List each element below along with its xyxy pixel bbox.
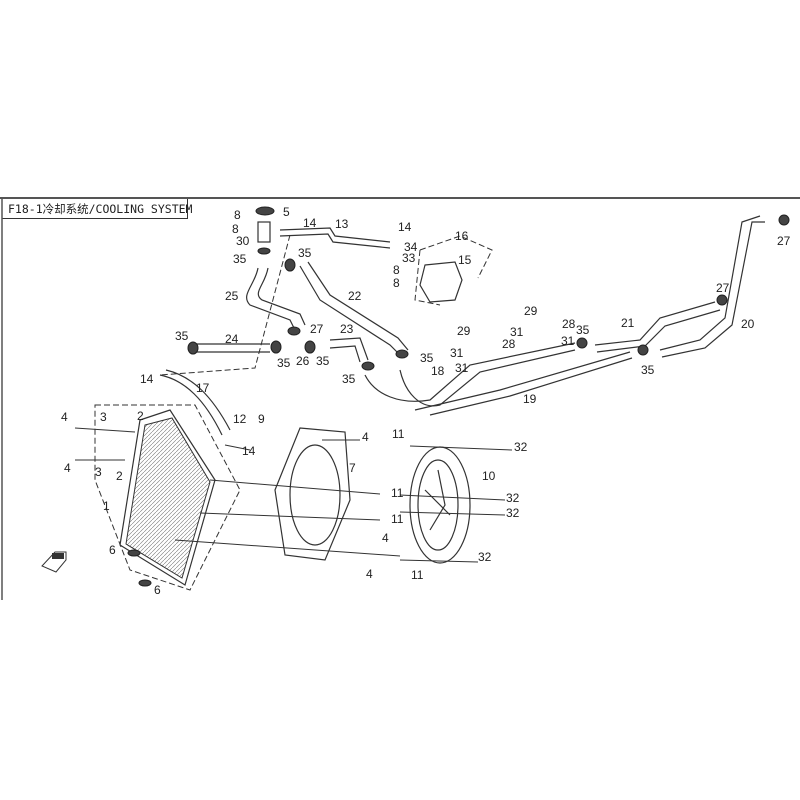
callout: 5: [283, 205, 290, 219]
callout: 21: [621, 316, 635, 330]
callout: 32: [506, 491, 520, 505]
hose-21: [596, 309, 721, 353]
callout: 14: [303, 216, 317, 230]
callout: 31: [455, 361, 469, 375]
callout: 26: [296, 354, 310, 368]
callout: 14: [140, 372, 154, 386]
callout: 4: [61, 410, 68, 424]
hose-18: [399, 349, 576, 407]
callout: 30: [236, 234, 250, 248]
callout: 3: [95, 465, 102, 479]
callout: 23: [340, 322, 354, 336]
callout: 35: [233, 252, 247, 266]
diagram-title: F18-1冷却系统/COOLING SYSTEM: [2, 199, 192, 219]
callout: 34: [404, 240, 418, 254]
callout: 12: [233, 412, 247, 426]
callout: 3: [100, 410, 107, 424]
callout: 8: [232, 222, 239, 236]
callout: 35: [641, 363, 655, 377]
callout: 11: [391, 486, 404, 500]
callout: 27: [716, 281, 730, 295]
callout: 14: [242, 444, 256, 458]
callout: 32: [506, 506, 520, 520]
callout: 35: [298, 246, 312, 260]
hose-20: [661, 221, 765, 358]
filler-neck: [257, 221, 271, 243]
callout: 31: [561, 334, 575, 348]
callout: 35: [175, 329, 189, 343]
hose-22: [307, 261, 409, 351]
callout: 4: [382, 531, 389, 545]
callout: 8: [234, 208, 241, 222]
callout: 13: [335, 217, 349, 231]
callout: 31: [510, 325, 524, 339]
callout: 14: [398, 220, 412, 234]
hoses: [159, 215, 765, 436]
callout: 11: [411, 568, 424, 582]
hose-23: [329, 345, 361, 363]
callout: 33: [402, 251, 416, 265]
callout: 32: [478, 550, 492, 564]
callout: 4: [362, 430, 369, 444]
callout: 35: [277, 356, 291, 370]
callout: 16: [455, 229, 469, 243]
callout: 27: [777, 234, 791, 248]
callout: 6: [109, 543, 116, 557]
callout: 24: [225, 332, 239, 346]
callout-labels: 5 8 8 30 35 14 13 14 16 34 33 15 8 8 35 …: [61, 205, 791, 597]
hose-19: [429, 357, 633, 416]
callout: 35: [576, 323, 590, 337]
radiator-cap: [255, 206, 275, 216]
callout: 28: [502, 337, 516, 351]
parts: [74, 206, 790, 591]
callout: 32: [514, 440, 528, 454]
callout: 17: [196, 381, 210, 395]
hose-25: [246, 267, 296, 331]
callout: 29: [457, 324, 471, 338]
callout: 2: [116, 469, 123, 483]
callout: 22: [348, 289, 362, 303]
callout: 18: [431, 364, 445, 378]
hose-13: [279, 233, 391, 249]
callout: 15: [458, 253, 472, 267]
callout: 29: [524, 304, 538, 318]
callout: 28: [562, 317, 576, 331]
callout: 35: [342, 372, 356, 386]
callout: 7: [349, 461, 356, 475]
front-direction-arrow-icon: [41, 551, 67, 573]
callout: 31: [450, 346, 464, 360]
callout: 19: [523, 392, 537, 406]
callout: 27: [310, 322, 324, 336]
callout: 1: [103, 499, 110, 513]
callout: 25: [225, 289, 239, 303]
callout: 4: [366, 567, 373, 581]
callout: 8: [393, 276, 400, 290]
callout: 10: [482, 469, 496, 483]
callout: 9: [258, 412, 265, 426]
callout: 11: [391, 512, 404, 526]
hose-17: [165, 369, 231, 431]
callout: 6: [154, 583, 161, 597]
callout: 4: [64, 461, 71, 475]
callout: 8: [393, 263, 400, 277]
expansion-tank: [419, 261, 463, 303]
frame: [0, 197, 800, 600]
callout: 11: [392, 427, 405, 441]
callout: 35: [316, 354, 330, 368]
callout: 2: [137, 409, 144, 423]
callout: 35: [420, 351, 434, 365]
callout: 20: [741, 317, 755, 331]
